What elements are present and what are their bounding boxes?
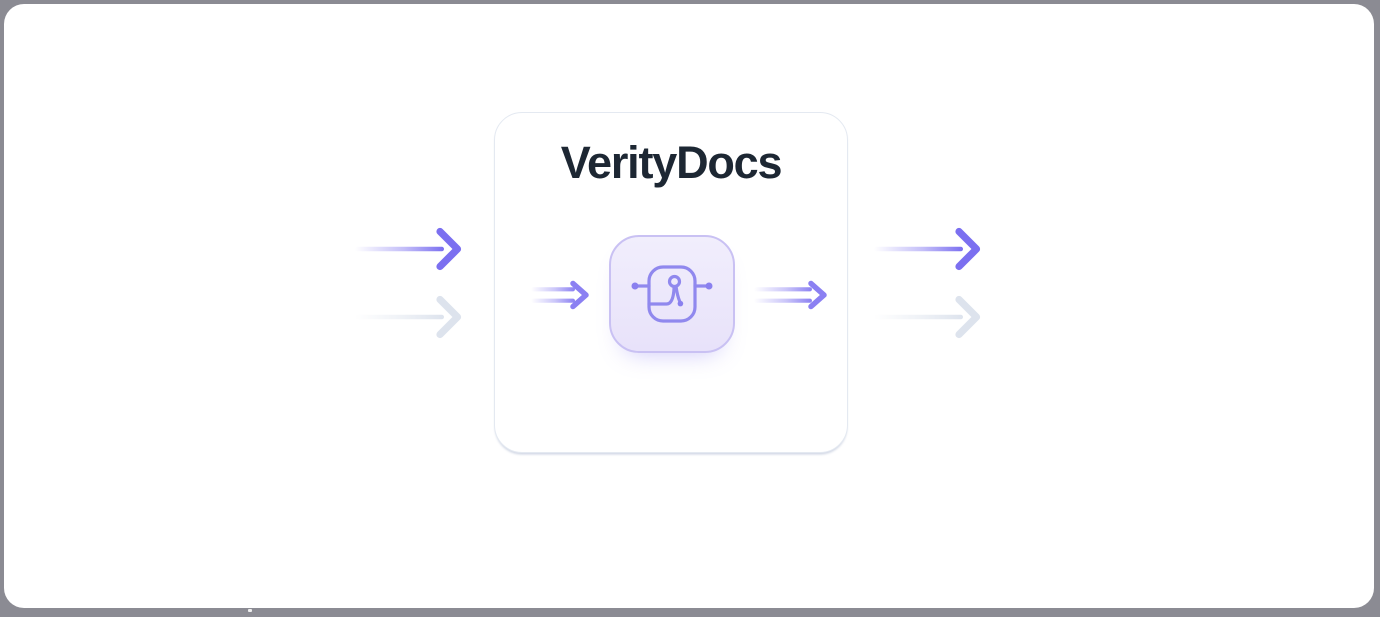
card-title: VerityDocs — [560, 137, 783, 188]
input-arrow-purple-icon — [355, 227, 462, 271]
inner-arrow-left-icon — [531, 280, 589, 310]
page-frame: VerityDocs — [4, 4, 1374, 608]
inner-arrow-right-icon — [754, 280, 827, 310]
icon-box — [609, 235, 735, 353]
api-node-icon — [631, 265, 713, 323]
veritydocs-card: VerityDocs — [494, 112, 848, 453]
output-arrow-gray-icon — [874, 295, 981, 339]
output-arrow-purple-icon — [874, 227, 981, 271]
artifact-speck — [248, 609, 252, 612]
input-arrow-gray-icon — [355, 295, 462, 339]
